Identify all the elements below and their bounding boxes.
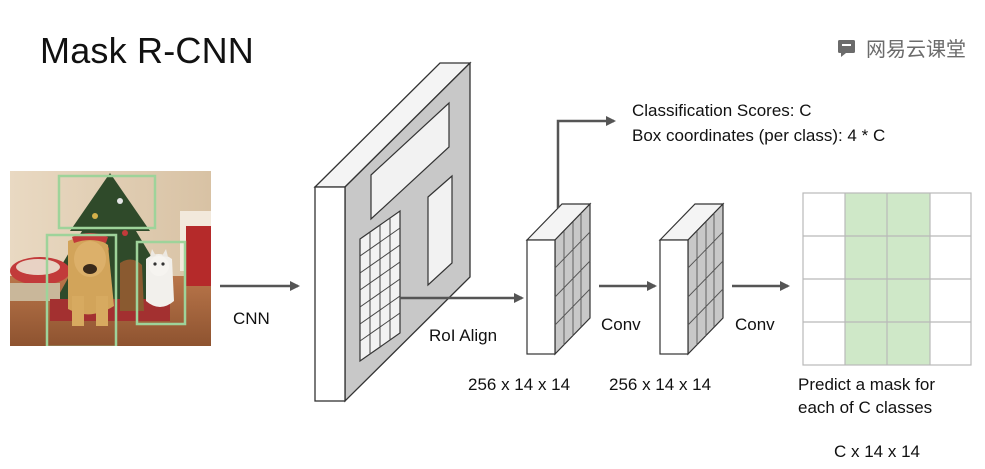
predict-mask-line-2: each of C classes	[798, 398, 933, 417]
roi-align-label: RoI Align	[429, 326, 498, 345]
arrow-classification	[556, 116, 616, 208]
roi-grid	[359, 209, 401, 363]
box-coordinates-label: Box coordinates (per class): 4 * C	[632, 126, 886, 145]
input-image	[10, 171, 211, 346]
classification-scores-label: Classification Scores: C	[632, 101, 812, 120]
feature-map-block	[313, 61, 472, 403]
watermark: 网易云课堂	[836, 33, 966, 62]
conv-label-2: Conv	[735, 315, 775, 334]
roi-dimension-label: 256 x 14 x 14	[468, 375, 571, 394]
mask-output-grid	[802, 192, 972, 366]
conv-feature-block	[658, 202, 725, 356]
region-proposal-right	[427, 174, 453, 287]
region-proposal-top	[370, 101, 450, 221]
cnn-label: CNN	[233, 309, 270, 328]
conv-dimension-label: 256 x 14 x 14	[609, 375, 712, 394]
roi-feature-block	[525, 202, 592, 356]
slide-title: Mask R-CNN	[40, 30, 254, 71]
watermark-logo-icon	[836, 38, 860, 58]
conv-label-1: Conv	[601, 315, 641, 334]
watermark-text: 网易云课堂	[866, 39, 966, 61]
predict-mask-line-1: Predict a mask for	[798, 375, 935, 394]
mask-dimension-label: C x 14 x 14	[834, 442, 920, 461]
